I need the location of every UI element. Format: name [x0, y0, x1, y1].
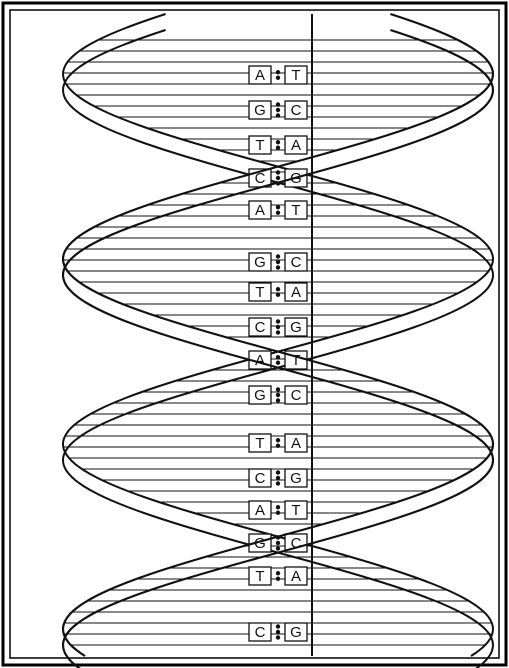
base-letter-left: C [255, 470, 266, 487]
hydrogen-bond-dot [276, 387, 280, 391]
base-letter-left: G [254, 254, 266, 271]
hydrogen-bond-dot [276, 113, 280, 117]
hydrogen-bond-dot [276, 325, 280, 329]
hydrogen-bond-dot [276, 393, 280, 397]
hydrogen-bond-dot [276, 319, 280, 323]
hydrogen-bond-dot [276, 170, 280, 174]
base-letter-right: A [291, 568, 301, 585]
hydrogen-bond-dot [276, 260, 280, 264]
hydrogen-bond-dot [276, 76, 280, 80]
base-pair-rungs [63, 40, 493, 645]
hydrogen-bond-dot [276, 102, 280, 106]
base-letter-right: T [291, 202, 300, 219]
hydrogen-bond-dot [276, 438, 280, 442]
base-letter-left: G [254, 102, 266, 119]
hydrogen-bond-dot [276, 293, 280, 297]
hydrogen-bond-dot [276, 505, 280, 509]
hydrogen-bond-dot [276, 546, 280, 550]
hydrogen-bond-dot [276, 205, 280, 209]
base-letter-right: G [290, 624, 302, 641]
base-letter-right: A [291, 435, 301, 452]
hydrogen-bond-dot [276, 577, 280, 581]
base-letter-left: C [255, 624, 266, 641]
hydrogen-bond-dot [276, 635, 280, 639]
base-letter-left: A [255, 502, 265, 519]
base-letter-left: A [255, 202, 265, 219]
base-letter-right: A [291, 137, 301, 154]
base-letter-right: T [291, 502, 300, 519]
base-letter-right: C [291, 102, 302, 119]
hydrogen-bond-dot [276, 470, 280, 474]
hydrogen-bond-dot [276, 146, 280, 150]
base-letter-left: T [255, 435, 264, 452]
hydrogen-bond-dot [276, 330, 280, 334]
hydrogen-bond-dot [276, 265, 280, 269]
base-letter-left: C [255, 319, 266, 336]
base-letter-left: T [255, 137, 264, 154]
hydrogen-bond-dot [276, 624, 280, 628]
base-letter-left: T [255, 284, 264, 301]
base-letter-right: G [290, 470, 302, 487]
base-letter-right: C [291, 254, 302, 271]
base-letter-left: A [255, 352, 265, 369]
hydrogen-bond-dot [276, 481, 280, 485]
base-letter-left: T [255, 568, 264, 585]
hydrogen-bond-dot [276, 287, 280, 291]
base-letter-left: G [254, 387, 266, 404]
hydrogen-bond-dot [276, 140, 280, 144]
hydrogen-bond-dot [276, 361, 280, 365]
hydrogen-bond-dot [276, 355, 280, 359]
hydrogen-bond-dot [276, 444, 280, 448]
hydrogen-bond-dot [276, 108, 280, 112]
base-letter-right: A [291, 284, 301, 301]
hydrogen-bond-dot [276, 176, 280, 180]
hydrogen-bond-dot [276, 511, 280, 515]
base-letter-left: A [255, 67, 265, 84]
hydrogen-bond-dot [276, 571, 280, 575]
base-letter-right: T [291, 67, 300, 84]
hydrogen-bond-dot [276, 630, 280, 634]
hydrogen-bond-dot [276, 541, 280, 545]
hydrogen-bond-dot [276, 398, 280, 402]
base-letter-right: C [291, 387, 302, 404]
hydrogen-bond-dot [276, 254, 280, 258]
hydrogen-bond-dot [276, 211, 280, 215]
base-letter-right: G [290, 319, 302, 336]
hydrogen-bond-dot [276, 476, 280, 480]
hydrogen-bond-dot [276, 70, 280, 74]
